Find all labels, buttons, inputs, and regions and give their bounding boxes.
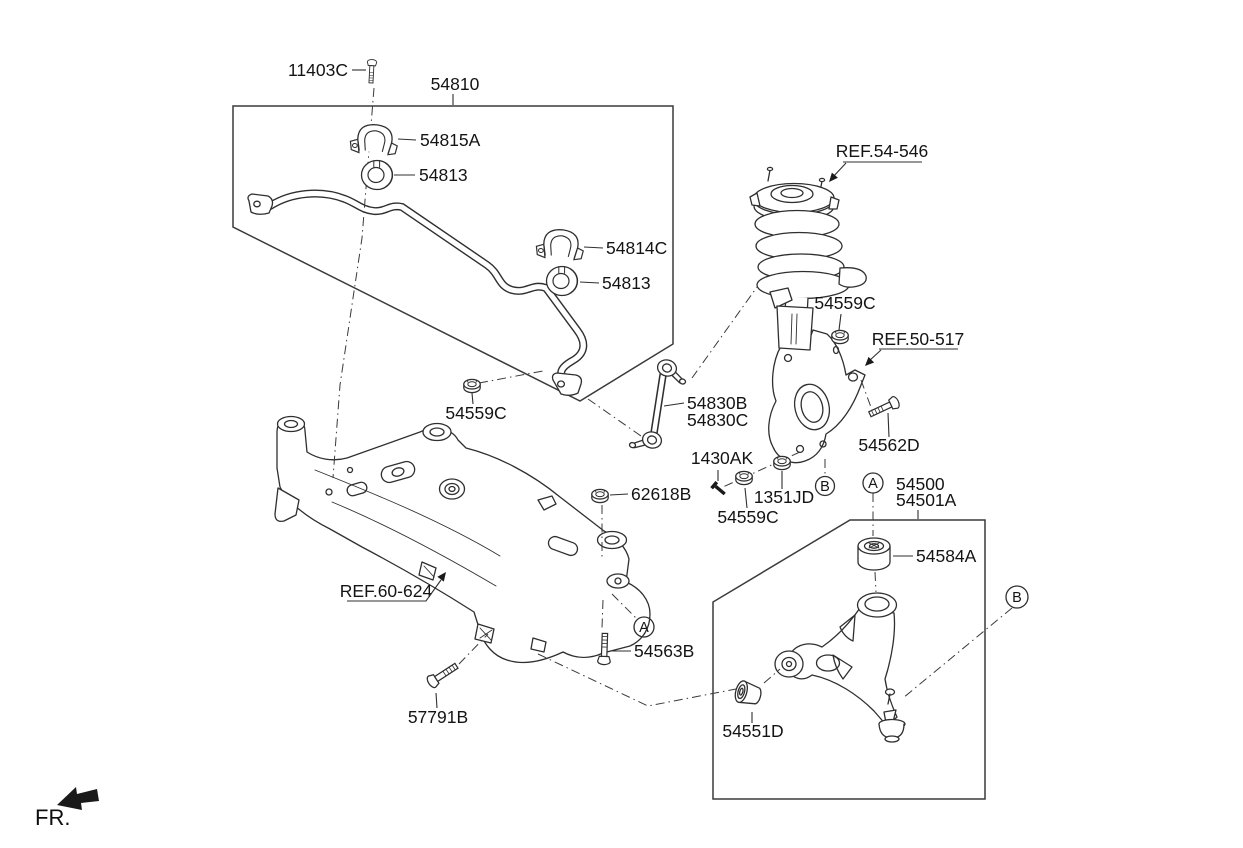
part-label-11403C: 11403C <box>288 60 348 80</box>
ref-60-624-label: REF.60-624 <box>340 581 433 601</box>
bushing-54813-lower <box>545 265 579 297</box>
bushing-54813-upper <box>360 159 394 191</box>
stabilizer-link-drawing <box>628 359 687 449</box>
control-arm-drawing <box>774 592 906 743</box>
callout-b-knuckle-letter: B <box>820 479 830 495</box>
callout-b-control-arm-letter: B <box>1012 590 1022 606</box>
bracket-54815A <box>348 120 401 159</box>
bolt-57791B <box>424 659 461 690</box>
part-label-54559C-strut-lower: 54559C <box>717 507 778 527</box>
part-label-57791B: 57791B <box>408 707 468 727</box>
part-label-54559C-bar: 54559C <box>445 403 506 423</box>
bar-right-eyelet <box>551 372 583 396</box>
leader-lines <box>352 69 919 723</box>
ref-60-624-callout: REF.60-624 <box>340 572 446 602</box>
bracket-54814C <box>534 225 587 264</box>
stabilizer-bar-drawing <box>247 189 588 396</box>
part-label-62618B: 62618B <box>631 484 691 504</box>
callout-a-subframe: A <box>633 616 655 638</box>
nut-1351JD <box>773 455 791 471</box>
callout-b-control-arm: B <box>1005 585 1029 609</box>
part-label-54830B: 54830B <box>687 393 747 413</box>
part-label-54810: 54810 <box>431 74 480 94</box>
bolt-1430AK <box>710 480 726 496</box>
knuckle-drawing <box>768 305 866 464</box>
fr-direction-indicator: FR. <box>35 787 99 830</box>
ref-50-517-callout: REF.50-517 <box>865 329 964 366</box>
bolt-54562D <box>866 394 902 421</box>
callout-b-knuckle: B <box>814 475 836 497</box>
control-arm-assembly-box <box>712 519 986 800</box>
part-label-54562D: 54562D <box>858 435 919 455</box>
callout-a-knuckle-letter: A <box>868 476 878 492</box>
part-label-54830C: 54830C <box>687 410 748 430</box>
nut-54559C-strut-lower <box>735 470 753 486</box>
part-label-54500: 54500 <box>896 474 945 494</box>
part-label-54563B: 54563B <box>634 641 694 661</box>
part-label-54813-upper: 54813 <box>419 165 468 185</box>
nut-54559C-bar <box>463 378 481 394</box>
part-label-1430AK: 1430AK <box>691 448 754 468</box>
bolt-11403C <box>365 58 378 84</box>
ref-54-546-label: REF.54-546 <box>836 141 928 161</box>
part-label-54551D: 54551D <box>722 721 783 741</box>
part-label-54814C: 54814C <box>606 238 667 258</box>
ref-54-546-callout: REF.54-546 <box>829 141 928 182</box>
callout-a-knuckle: A <box>862 472 884 494</box>
stabilizer-assembly-box <box>232 105 674 402</box>
part-label-1351JD: 1351JD <box>754 487 814 507</box>
part-label-54501A: 54501A <box>896 490 957 510</box>
nut-62618B <box>591 488 609 504</box>
fr-label: FR. <box>35 805 70 830</box>
bushing-54584A <box>857 537 891 571</box>
part-label-54815A: 54815A <box>420 130 481 150</box>
part-label-54559C-strut-top: 54559C <box>814 293 875 313</box>
ball-joint <box>878 688 906 743</box>
subframe-drawing <box>274 415 651 664</box>
part-label-54813-lower: 54813 <box>602 273 651 293</box>
fr-arrow-icon <box>57 787 99 810</box>
callout-a-subframe-letter: A <box>639 620 649 636</box>
bushing-54551D <box>734 680 762 705</box>
ref-50-517-label: REF.50-517 <box>872 329 964 349</box>
nut-54559C-strut-top <box>831 329 849 345</box>
part-label-54584A: 54584A <box>916 546 977 566</box>
